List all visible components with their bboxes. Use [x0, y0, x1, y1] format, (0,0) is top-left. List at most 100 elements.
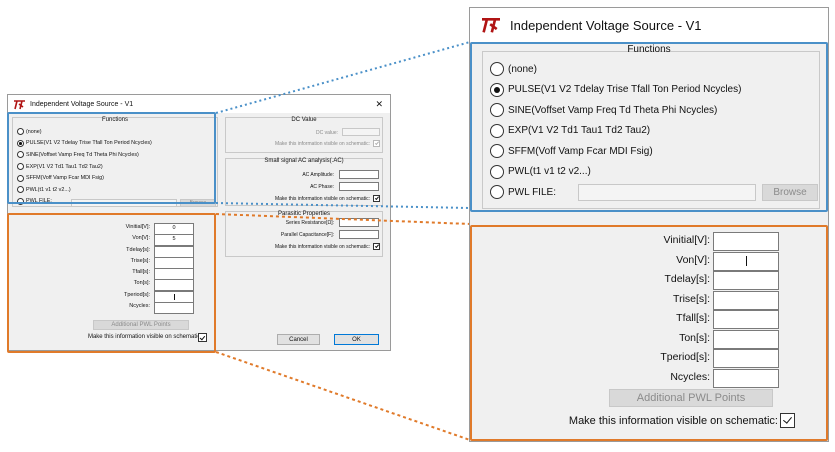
small-function-option[interactable]: SFFM(Voff Vamp Fcar MDI Fsig)	[17, 172, 217, 184]
small-ac-amplitude-label: AC Amplitude:	[302, 172, 334, 178]
small-function-option[interactable]: PULSE(V1 V2 Tdelay Trise Tfall Ton Perio…	[17, 138, 217, 150]
zoom-function-option[interactable]: PWL(t1 v1 t2 v2...)	[490, 162, 820, 183]
zoom-radio-unselected[interactable]	[490, 123, 504, 138]
zoom-function-option[interactable]: PWL FILE:	[490, 182, 820, 203]
orange-highlight-box	[7, 213, 216, 353]
small-series-input[interactable]	[339, 218, 379, 227]
small-radio-unselected[interactable]	[17, 186, 24, 194]
cancel-button[interactable]: Cancel	[277, 334, 320, 345]
zoom-function-label: EXP(V1 V2 Td1 Tau1 Td2 Tau2)	[508, 125, 651, 137]
small-text-caret	[174, 293, 175, 300]
small-param-input[interactable]	[154, 302, 194, 315]
zoom-functions-frame	[482, 51, 820, 209]
zoom-functions-list: (none) PULSE(V1 V2 Tdelay Trise Tfall Ton…	[490, 59, 820, 203]
small-parasitic-group: Parasitic Properties Series Resistance[Ω…	[225, 211, 383, 257]
zoomed-dialog: Independent Voltage Source - V1 Function…	[469, 7, 829, 442]
zoom-param-input[interactable]	[713, 349, 779, 368]
zoom-param-input[interactable]	[713, 290, 779, 310]
zoom-function-option[interactable]: PULSE(V1 V2 Tdelay Trise Tfall Ton Perio…	[490, 80, 820, 101]
zoom-function-label: PWL(t1 v1 t2 v2...)	[508, 166, 591, 178]
zoom-param-input[interactable]	[713, 329, 779, 349]
orange-connector-top	[215, 213, 471, 225]
small-radio-unselected[interactable]	[17, 128, 24, 136]
blue-highlight-box	[7, 112, 216, 204]
small-radio-unselected[interactable]	[17, 151, 24, 159]
small-parallel-input[interactable]	[339, 230, 379, 239]
zoom-param-row: Ton[s]:	[472, 329, 822, 349]
zoom-visible-checkbox[interactable]	[780, 413, 795, 428]
small-ac-visible-label: Make this information visible on schemat…	[274, 196, 370, 202]
zoom-pwl-points-button[interactable]: Additional PWL Points	[609, 389, 773, 407]
close-icon[interactable]: ✕	[375, 98, 383, 109]
small-radio-unselected[interactable]	[17, 174, 24, 182]
ok-button[interactable]: OK	[334, 334, 379, 345]
zoom-browse-button[interactable]: Browse	[762, 184, 818, 201]
zoom-param-input[interactable]	[713, 251, 779, 271]
small-radio-unselected[interactable]	[17, 163, 24, 171]
zoom-param-input[interactable]	[713, 232, 779, 251]
zoom-params-list: Vinitial[V]:Von[V]:Tdelay[s]:Trise[s]:Tf…	[472, 231, 822, 388]
zoom-param-input[interactable]	[713, 310, 779, 329]
small-parasitic-title: Parasitic Properties	[277, 211, 331, 217]
zoom-param-input[interactable]	[713, 271, 779, 290]
small-ac-group: Small signal AC analysis(.AC) AC Amplitu…	[225, 158, 383, 206]
small-function-option[interactable]: SINE(Voffset Vamp Freq Td Theta Phi Ncyc…	[17, 149, 217, 161]
zoom-function-label: SINE(Voffset Vamp Freq Td Theta Phi Ncyc…	[508, 104, 718, 116]
small-radio-unselected[interactable]	[17, 197, 24, 205]
small-param-label: Trise[s]:	[130, 257, 150, 264]
blue-connector-top	[215, 41, 471, 114]
zoom-param-input[interactable]	[713, 368, 779, 388]
zoom-radio-unselected[interactable]	[490, 185, 504, 200]
zoom-radio-unselected[interactable]	[490, 103, 504, 118]
small-dc-visible-label: Make this information visible on schemat…	[274, 141, 370, 147]
small-function-option[interactable]: PWL FILE:	[17, 196, 217, 208]
zoom-visible-label: Make this information visible on schemat…	[568, 415, 778, 427]
small-ac-amplitude-input[interactable]	[339, 170, 379, 179]
small-function-option[interactable]: PWL(t1 v1 t2 v2...)	[17, 184, 217, 196]
small-function-label: PWL FILE:	[26, 198, 52, 205]
zoom-function-option[interactable]: SINE(Voffset Vamp Freq Td Theta Phi Ncyc…	[490, 100, 820, 121]
small-functions-title: Functions	[101, 117, 128, 123]
zoom-function-option[interactable]: (none)	[490, 59, 820, 80]
zoom-param-label: Trise[s]:	[673, 292, 710, 305]
zoom-function-option[interactable]: EXP(V1 V2 Td1 Tau1 Td2 Tau2)	[490, 121, 820, 142]
zoom-param-label: Tdelay[s]:	[664, 273, 710, 285]
small-radio-selected[interactable]	[17, 139, 24, 147]
zoom-params-panel: Vinitial[V]:Von[V]:Tdelay[s]:Trise[s]:Tf…	[470, 225, 828, 441]
small-pwl-points-button[interactable]: Additional PWL Points	[93, 320, 189, 330]
small-function-label: EXP(V1 V2 Td1 Tau1 Td2 Tau2)	[26, 163, 103, 170]
small-ac-visible-checkbox[interactable]	[373, 195, 380, 202]
zoom-param-label: Ton[s]:	[679, 331, 710, 344]
zoom-pwl-file-input[interactable]	[578, 184, 756, 201]
small-function-option[interactable]: EXP(V1 V2 Td1 Tau1 Td2 Tau2)	[17, 161, 217, 173]
zoom-param-row: Trise[s]:	[472, 290, 822, 310]
small-dc-visible-checkbox[interactable]	[373, 140, 380, 147]
zoom-title-bar: Independent Voltage Source - V1	[470, 8, 828, 42]
small-param-value: 0	[172, 225, 176, 231]
zoom-function-label: (none)	[508, 63, 537, 75]
zoom-radio-selected[interactable]	[490, 82, 504, 97]
zoom-radio-unselected[interactable]	[490, 164, 504, 179]
small-parasitic-visible-checkbox[interactable]	[373, 243, 380, 250]
small-visible-checkbox[interactable]	[198, 333, 207, 342]
small-series-label: Series Resistance[Ω]:	[285, 220, 334, 226]
small-ac-phase-input[interactable]	[339, 182, 379, 191]
small-function-option[interactable]: (none)	[17, 126, 217, 138]
zoom-radio-unselected[interactable]	[490, 144, 504, 159]
zoom-param-label: Vinitial[V]:	[663, 234, 711, 246]
ltspice-logo-icon	[14, 99, 25, 109]
small-param-label: Von[V]:	[132, 235, 150, 242]
zoom-radio-unselected[interactable]	[490, 62, 504, 77]
small-dc-input[interactable]	[342, 128, 380, 136]
small-param-value: 5	[172, 236, 176, 243]
blue-connector-bottom	[215, 202, 471, 209]
small-functions-list: (none)PULSE(V1 V2 Tdelay Trise Tfall Ton…	[17, 126, 217, 207]
zoom-title: Independent Voltage Source - V1	[510, 17, 702, 33]
orange-connector-bottom	[215, 351, 471, 441]
zoom-function-option[interactable]: SFFM(Voff Vamp Fcar MDI Fsig)	[490, 141, 820, 162]
small-ac-title: Small signal AC analysis(.AC)	[264, 158, 344, 164]
small-param-label: Vinitial[V]:	[125, 224, 150, 230]
